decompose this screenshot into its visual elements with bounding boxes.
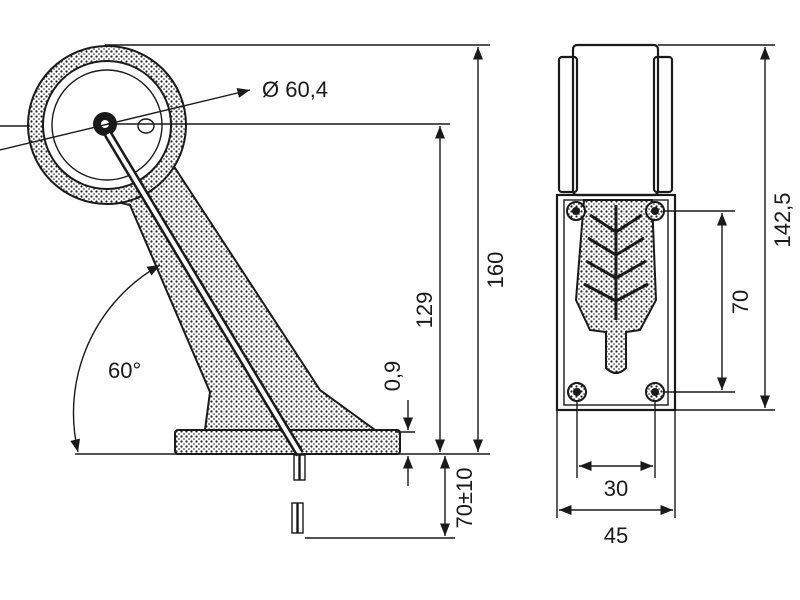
- dim-cable-length: 70±10: [452, 467, 477, 528]
- lamp-lens: [51, 69, 163, 181]
- lens-mark: [137, 118, 155, 134]
- dim-side-height: 142,5: [770, 192, 795, 247]
- side-lamp-flange-left: [557, 55, 579, 194]
- dim-diameter: Ø 60,4: [262, 77, 328, 102]
- cable-wire-1: [293, 454, 300, 481]
- dim-base-thickness: 0,9: [380, 361, 405, 392]
- dim-side-hole-spacing-vertical: 70: [728, 290, 753, 314]
- mounting-holes: [566, 201, 665, 402]
- cable-end-2: [297, 502, 304, 534]
- dim-height-center: 129: [412, 292, 437, 329]
- front-dimensions: Ø 60,4 60° 160 129 0,9 70±10: [0, 44, 508, 539]
- side-dimensions: 142,5 70 30 45: [556, 44, 795, 548]
- dim-side-width: 45: [604, 523, 628, 548]
- side-lamp-block: [571, 43, 660, 197]
- side-base-plate: [555, 193, 677, 412]
- dim-angle: 60°: [108, 358, 141, 383]
- center-bolt-core: [101, 120, 109, 128]
- dim-side-hole-spacing-horizontal: 30: [604, 476, 628, 501]
- front-view: [27, 45, 401, 534]
- dim-height-total: 160: [483, 252, 508, 289]
- cable-channel-core: [106, 132, 302, 456]
- cable-end-1: [291, 502, 298, 534]
- side-lamp-flange-right: [652, 55, 674, 194]
- side-view: [555, 43, 677, 412]
- side-ribs: [583, 205, 649, 320]
- cable-wire-2: [299, 454, 306, 481]
